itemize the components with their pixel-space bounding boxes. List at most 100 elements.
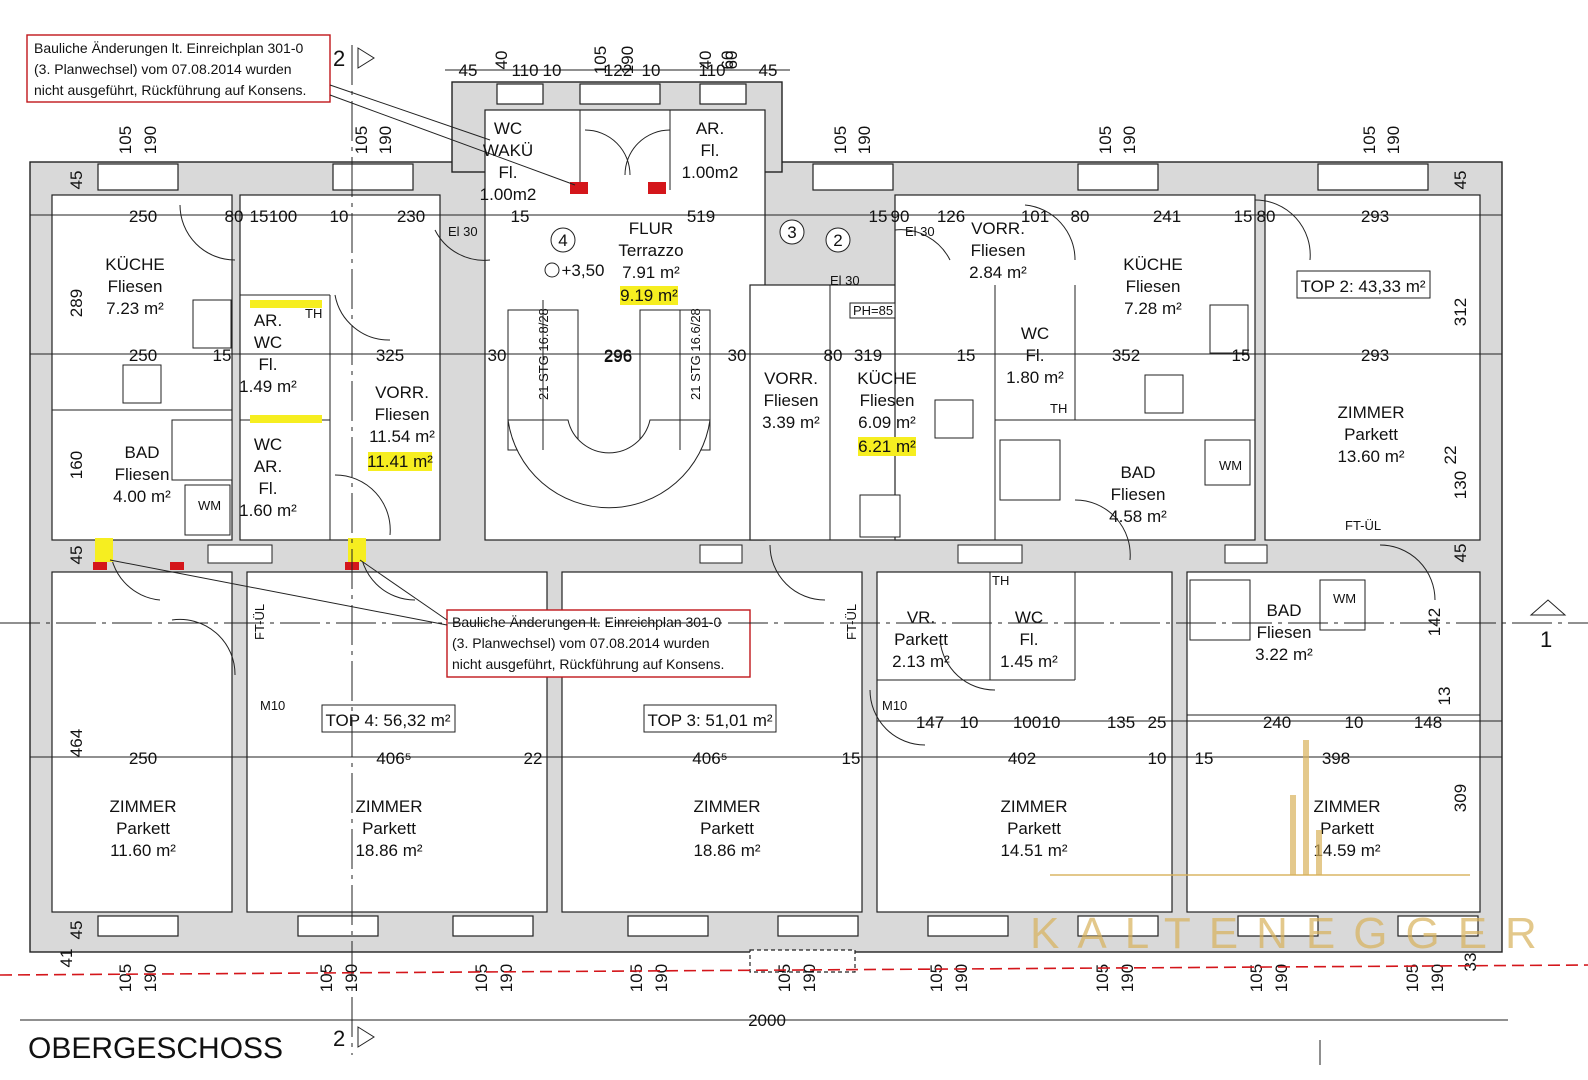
note-line: nicht ausgeführt, Rückführung auf Konsen…: [34, 82, 306, 98]
dimension-value: 10: [1148, 749, 1167, 768]
window-dimension: 105: [831, 126, 850, 154]
window-dimension: 190: [141, 964, 160, 992]
unit-box: [1296, 270, 1431, 299]
window: [1077, 163, 1159, 191]
ph-label: PH=85: [853, 303, 893, 318]
section-1: 1: [1540, 627, 1552, 652]
window-dimension: 190: [800, 964, 819, 992]
window: [1237, 915, 1319, 937]
vent-icon: [699, 544, 743, 564]
flur-corrected: 9.19 m²: [620, 286, 678, 305]
room-label-line: FLUR: [629, 219, 673, 238]
vent-icon: [957, 544, 1023, 564]
dimension-value: 402: [1008, 749, 1036, 768]
room-label-line: 1.00m2: [682, 163, 739, 182]
room-label-line: ZIMMER: [1337, 403, 1404, 422]
correction-highlight: [858, 437, 916, 456]
dimension-value: 90: [891, 207, 910, 226]
dimension-value: 110: [511, 61, 538, 80]
m10-label: M10: [260, 698, 285, 713]
room-label-line: Parkett: [116, 819, 170, 838]
window-dimension: 105: [775, 964, 794, 992]
room-label-line: VORR.: [375, 383, 429, 402]
dimension-value: 45: [1451, 544, 1470, 563]
unit-top-3: TOP 3: 51,01 m²: [647, 711, 772, 730]
door-swing: [769, 544, 826, 601]
section-arrow-icon: [357, 47, 375, 69]
room-label-line: KÜCHE: [105, 255, 165, 274]
yellow-marker: [95, 538, 113, 562]
dimension-value: 190: [618, 46, 637, 74]
dimension-value: 312: [1451, 298, 1470, 326]
dimension-value: 110: [698, 61, 725, 80]
red-marker: [648, 182, 666, 194]
dimension-value: 10: [1042, 713, 1061, 732]
room-label-line: AR.: [254, 311, 282, 330]
dimension-value: 15: [842, 749, 861, 768]
window-dimension: 105: [116, 964, 135, 992]
room-label-line: VORR.: [971, 219, 1025, 238]
dimension-value: 352: [1112, 346, 1140, 365]
dimension-value: 33: [1461, 953, 1480, 972]
washer-icon: [1319, 579, 1366, 631]
dimension-value: 230: [397, 207, 425, 226]
dimension-value: 15: [869, 207, 888, 226]
room-label-line: 1.49 m²: [239, 377, 297, 396]
washer-icon: [184, 484, 231, 536]
door-swing: [1024, 204, 1076, 261]
room-label-line: Parkett: [1320, 819, 1374, 838]
note-line: Bauliche Änderungen lt. Einreichplan 301…: [452, 614, 722, 630]
window-dimension: 190: [1384, 126, 1403, 154]
room-label-line: 4.00 m²: [113, 487, 171, 506]
staircase: +3,50 21 STG 16.8/28 21 STG 16.6/28 296 …: [507, 219, 851, 509]
room-label-line: 11.60 m²: [110, 841, 176, 860]
marker-3: 3: [787, 223, 796, 242]
dimension-value: 15: [1234, 207, 1253, 226]
room-label-line: Fl.: [701, 141, 720, 160]
room-label-line: Parkett: [1344, 425, 1398, 444]
wm-label: WM: [1333, 591, 1356, 606]
room-label-line: WC: [1015, 608, 1043, 627]
room-label-line: Fliesen: [375, 405, 430, 424]
room-label-line: 14.51 m²: [1000, 841, 1067, 860]
shower-icon: [1189, 579, 1251, 641]
m10-label: M10: [882, 698, 907, 713]
room-label-line: ZIMMER: [1313, 797, 1380, 816]
dimension-value: 519: [687, 207, 715, 226]
room-label-line: WC: [254, 435, 282, 454]
window: [927, 915, 1009, 937]
note-line: Bauliche Änderungen lt. Einreichplan 301…: [34, 40, 304, 56]
el-label: El 30: [830, 273, 860, 288]
room-label-line: Parkett: [700, 819, 754, 838]
dimension-value: 15: [213, 346, 232, 365]
room-label-line: ZIMMER: [355, 797, 422, 816]
unit-box: [321, 704, 456, 733]
wm-label: WM: [198, 498, 221, 513]
window-dimension: 105: [1096, 126, 1115, 154]
room-label-line: 7.91 m²: [622, 263, 680, 282]
dimension-value: 241: [1153, 207, 1181, 226]
room-label-line: 1.00m2: [480, 185, 537, 204]
dimension-value: 289: [67, 289, 86, 317]
unit-top-2: TOP 2: 43,33 m²: [1300, 277, 1425, 296]
window-dimension: 190: [1272, 964, 1291, 992]
section-arrow-icon: [1529, 599, 1567, 616]
room-label-line: 7.23 m²: [106, 299, 164, 318]
room-label-line: Parkett: [1007, 819, 1061, 838]
dimension-value: 45: [1451, 171, 1470, 190]
room-label-line: 6.09 m²: [858, 413, 916, 432]
dimension-value: 126: [937, 207, 965, 226]
dimension-value: 10: [1345, 713, 1364, 732]
marker-4-icon: [550, 227, 576, 253]
dimension-value: 319: [854, 346, 882, 365]
